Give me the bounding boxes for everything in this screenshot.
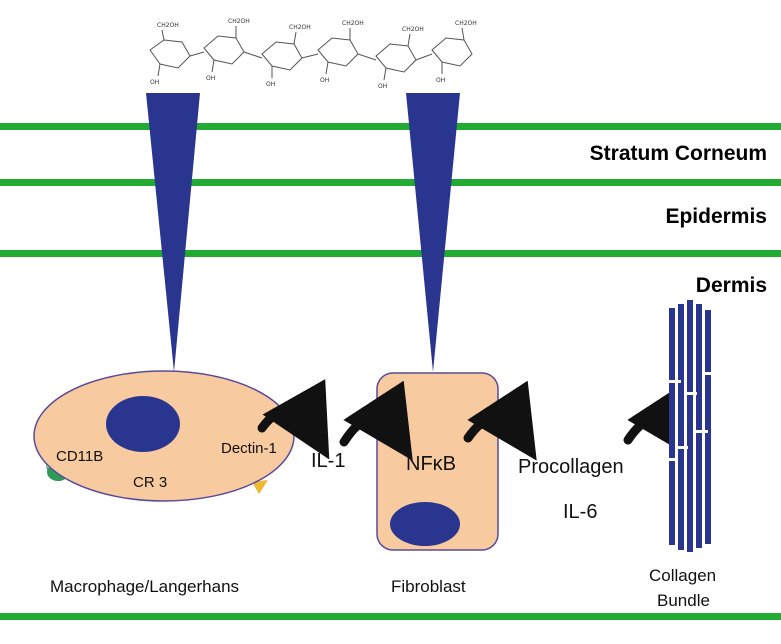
epidermis-boundary-line [0, 179, 781, 186]
chem-label-ch2oh: CH2OH [289, 24, 311, 31]
curved-arrow-icon [339, 380, 413, 461]
chem-label-ch2oh: CH2OH [455, 20, 477, 27]
dermis-boundary-line [0, 250, 781, 257]
dectin1-label: Dectin-1 [221, 440, 277, 457]
cd11b-label: CD11B [56, 448, 103, 465]
il6-label: IL-6 [563, 501, 597, 523]
chem-label-oh: OH [150, 79, 159, 86]
dectin1-receptor-marker [252, 480, 268, 494]
chem-label-ch2oh: CH2OH [402, 26, 424, 33]
curved-arrow-icon [463, 380, 537, 461]
il1-label: IL-1 [311, 450, 345, 472]
chem-label-oh: OH [320, 77, 329, 84]
fibroblast-caption: Fibroblast [391, 577, 466, 596]
chem-label-oh: OH [378, 83, 387, 90]
chem-label-ch2oh: CH2OH [157, 22, 179, 29]
beta-glucan-structure: CH2OH CH2OH CH2OH CH2OH CH2OH CH2OH OH O… [149, 18, 477, 90]
penetration-wedge-right [406, 93, 460, 372]
chem-label-ch2oh: CH2OH [228, 18, 250, 25]
bottom-boundary-line [0, 613, 781, 620]
chem-label-oh: OH [436, 77, 445, 84]
collagen-caption-line1: Collagen [649, 566, 716, 585]
cr3-label: CR 3 [133, 474, 167, 491]
stratum-corneum-label: Stratum Corneum [590, 142, 767, 165]
chem-label-ch2oh: CH2OH [342, 20, 364, 27]
chem-label-oh: OH [266, 81, 275, 88]
stratum-corneum-boundary-line [0, 123, 781, 130]
dermis-label: Dermis [696, 274, 767, 297]
penetration-wedge-left [146, 93, 200, 372]
collagen-caption-line2: Bundle [657, 591, 710, 610]
nfkb-label: NFκB [406, 453, 456, 475]
macrophage-nucleus [106, 396, 180, 452]
collagen-bundle-icon [669, 300, 711, 554]
fibroblast-nucleus [390, 502, 460, 546]
epidermis-label: Epidermis [665, 205, 767, 228]
procollagen-label: Procollagen [518, 456, 624, 478]
chem-label-oh: OH [206, 75, 215, 82]
curved-arrow-icon [257, 379, 330, 460]
macrophage-caption: Macrophage/Langerhans [50, 577, 239, 596]
